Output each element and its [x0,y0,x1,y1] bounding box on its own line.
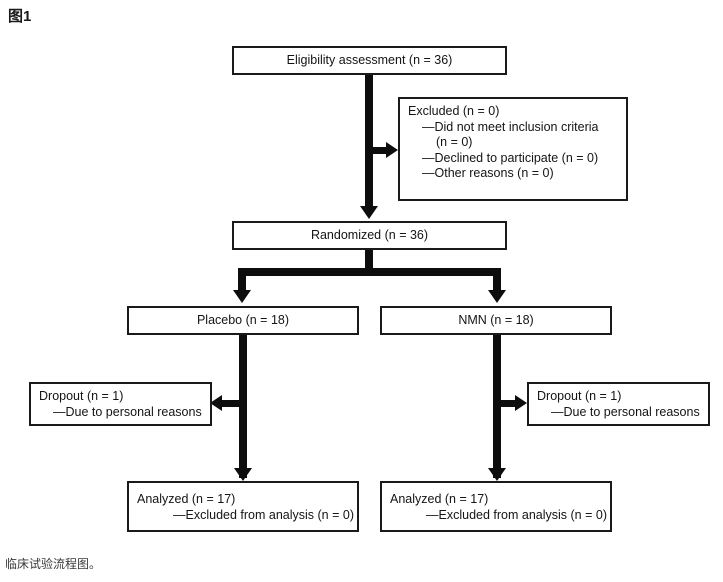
arrowhead-randomized [360,206,378,219]
node-analyzed-placebo: Analyzed (n = 17) —Excluded from analysi… [127,481,359,532]
node-randomized-line-1: Randomized (n = 36) [310,227,429,242]
node-analyzed-nmn-line-1: Analyzed (n = 17) [390,492,489,506]
connector-eligibility-to-randomized [365,75,373,208]
node-randomized: Randomized (n = 36) [232,221,507,250]
arrowhead-placebo [233,290,251,303]
arrowhead-analyzed-left [234,468,252,481]
node-analyzed-placebo-line-1: Analyzed (n = 17) [137,492,236,506]
connector-split-bar [238,268,501,276]
figure-caption: 临床试验流程图。 [5,557,102,571]
node-excluded: Excluded (n = 0) —Did not meet inclusion… [398,97,628,201]
node-excluded-line-4: —Declined to participate (n = 0) [422,150,599,165]
arrowhead-nmn [488,290,506,303]
node-placebo: Placebo (n = 18) [127,306,359,335]
node-excluded-line-3: (n = 0) [436,135,473,149]
node-dropout-nmn-line-2: —Due to personal reasons [551,404,700,419]
node-dropout-nmn: Dropout (n = 1) —Due to personal reasons [527,382,710,426]
node-eligibility-line-1: Eligibility assessment (n = 36) [286,52,453,67]
connector-nmn-to-analyzed [493,335,501,478]
node-analyzed-nmn-line-2: —Excluded from analysis (n = 0) [426,507,607,522]
arrowhead-dropout-right [515,395,527,411]
node-dropout-placebo: Dropout (n = 1) —Due to personal reasons [29,382,212,426]
connector-randomized-stem [365,250,373,272]
node-excluded-line-1: Excluded (n = 0) [408,104,500,118]
node-nmn-line-1: NMN (n = 18) [458,312,534,327]
connector-placebo-to-analyzed [239,335,247,478]
node-excluded-line-2: —Did not meet inclusion criteria [422,119,599,134]
connector-split-to-placebo [238,268,246,292]
arrowhead-analyzed-right [488,468,506,481]
node-dropout-nmn-line-1: Dropout (n = 1) [537,389,622,403]
node-placebo-line-1: Placebo (n = 18) [196,312,290,327]
node-eligibility-assessment: Eligibility assessment (n = 36) [232,46,507,75]
node-analyzed-nmn: Analyzed (n = 17) —Excluded from analysi… [380,481,612,532]
arrowhead-dropout-left [210,395,222,411]
node-analyzed-placebo-line-2: —Excluded from analysis (n = 0) [173,507,354,522]
connector-to-excluded [369,147,392,154]
node-dropout-placebo-line-1: Dropout (n = 1) [39,389,124,403]
node-nmn: NMN (n = 18) [380,306,612,335]
figure-title: 图1 [8,8,32,25]
connector-to-dropout-left [222,400,242,407]
connector-split-to-nmn [493,268,501,292]
connector-to-dropout-right [499,400,519,407]
node-excluded-line-5: —Other reasons (n = 0) [422,166,554,180]
arrowhead-excluded [386,142,398,158]
node-dropout-placebo-line-2: —Due to personal reasons [53,404,202,419]
